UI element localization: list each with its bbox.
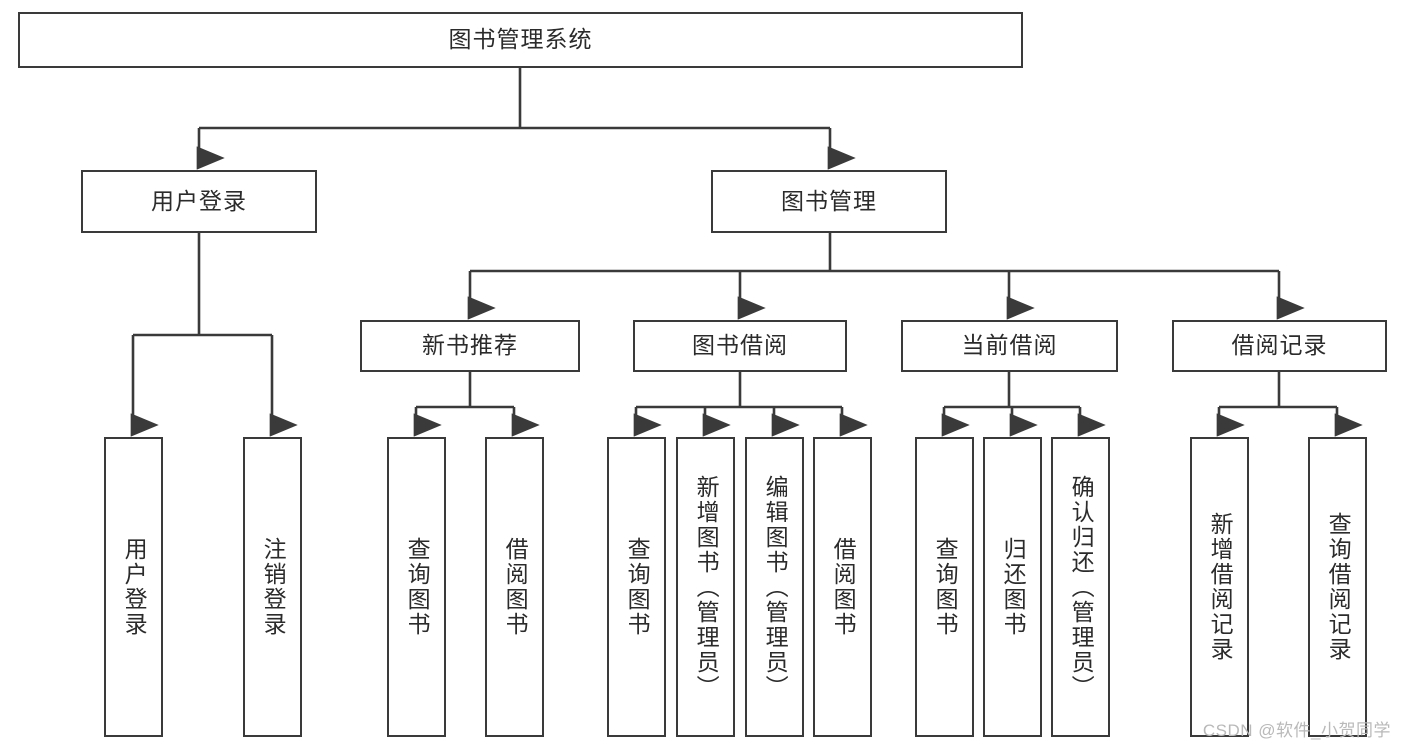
leaf-query-books-current-label: 查询图书 xyxy=(932,537,959,637)
leaf-user-logout[interactable]: 注销登录 xyxy=(243,437,302,737)
leaf-add-borrow-record-label: 新增借阅记录 xyxy=(1207,512,1234,662)
node-root-label: 图书管理系统 xyxy=(448,26,593,53)
leaf-add-book-admin-label: 新增图书（管理员） xyxy=(693,474,720,700)
node-current-borrow[interactable]: 当前借阅 xyxy=(901,320,1118,372)
leaf-query-books-borrow[interactable]: 查询图书 xyxy=(607,437,666,737)
leaf-add-book-admin[interactable]: 新增图书（管理员） xyxy=(676,437,735,737)
leaf-borrow-books-label: 借阅图书 xyxy=(830,537,857,637)
node-current-borrow-label: 当前借阅 xyxy=(961,332,1058,359)
leaf-borrow-books[interactable]: 借阅图书 xyxy=(813,437,872,737)
node-book-borrow-label: 图书借阅 xyxy=(692,332,788,359)
leaf-confirm-return-admin-label: 确认归还（管理员） xyxy=(1068,474,1095,700)
leaf-query-books-recommend[interactable]: 查询图书 xyxy=(387,437,446,737)
node-borrow-records[interactable]: 借阅记录 xyxy=(1172,320,1387,372)
node-book-borrow[interactable]: 图书借阅 xyxy=(633,320,847,372)
leaf-confirm-return-admin[interactable]: 确认归还（管理员） xyxy=(1051,437,1110,737)
node-new-book-recommend-label: 新书推荐 xyxy=(422,332,518,359)
node-book-management-label: 图书管理 xyxy=(781,187,877,214)
leaf-user-login-label: 用户登录 xyxy=(121,537,148,637)
leaf-query-borrow-record[interactable]: 查询借阅记录 xyxy=(1308,437,1367,737)
leaf-return-books-label: 归还图书 xyxy=(1000,537,1027,637)
leaf-return-books[interactable]: 归还图书 xyxy=(983,437,1042,737)
leaf-user-logout-label: 注销登录 xyxy=(260,537,287,637)
leaf-user-login[interactable]: 用户登录 xyxy=(104,437,163,737)
node-user-login[interactable]: 用户登录 xyxy=(81,170,317,233)
leaf-query-books-borrow-label: 查询图书 xyxy=(624,537,651,637)
leaf-edit-book-admin[interactable]: 编辑图书（管理员） xyxy=(745,437,804,737)
node-root[interactable]: 图书管理系统 xyxy=(18,12,1023,68)
leaf-query-books-current[interactable]: 查询图书 xyxy=(915,437,974,737)
node-borrow-records-label: 借阅记录 xyxy=(1231,332,1328,359)
node-user-login-label: 用户登录 xyxy=(151,187,247,214)
csdn-watermark: CSDN @软件_小贺同学 xyxy=(1202,721,1391,740)
node-book-management[interactable]: 图书管理 xyxy=(711,170,947,233)
leaf-borrow-books-recommend[interactable]: 借阅图书 xyxy=(485,437,544,737)
leaf-borrow-books-recommend-label: 借阅图书 xyxy=(502,537,529,637)
leaf-add-borrow-record[interactable]: 新增借阅记录 xyxy=(1190,437,1249,737)
leaf-edit-book-admin-label: 编辑图书（管理员） xyxy=(762,474,789,700)
leaf-query-books-recommend-label: 查询图书 xyxy=(404,537,431,637)
leaf-query-borrow-record-label: 查询借阅记录 xyxy=(1325,512,1352,662)
node-new-book-recommend[interactable]: 新书推荐 xyxy=(360,320,580,372)
